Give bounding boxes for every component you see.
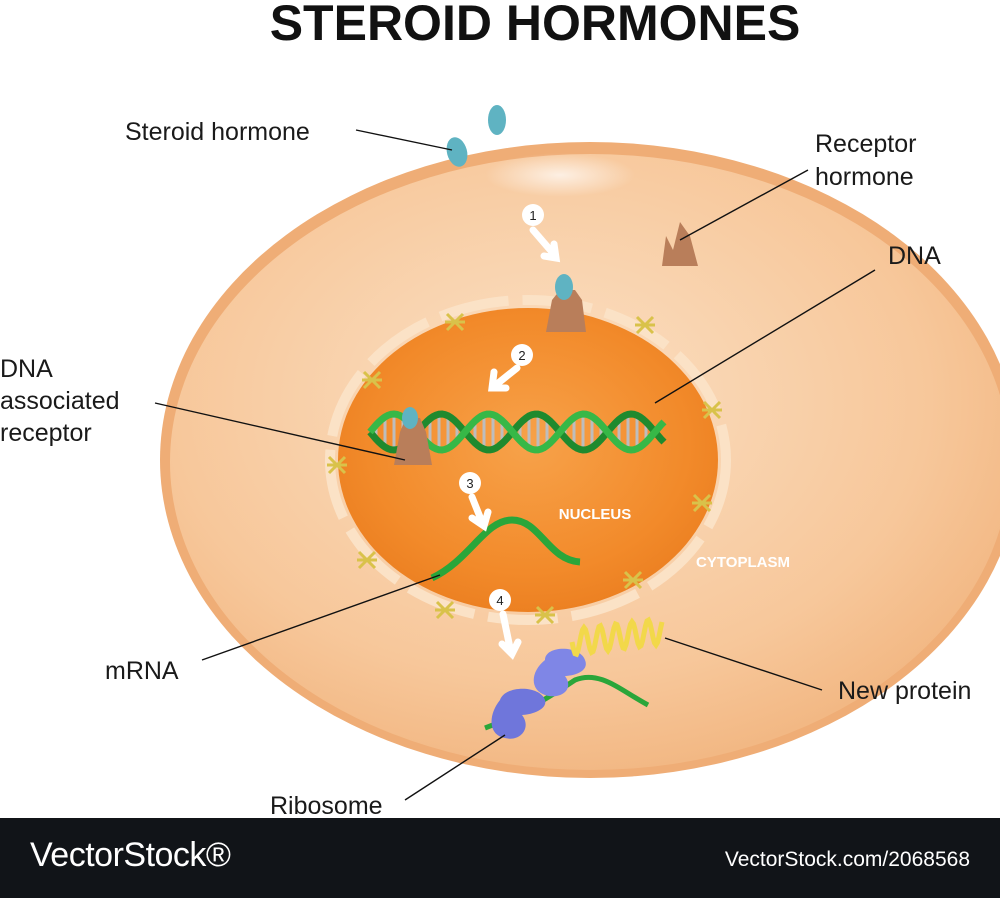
leader-steroid-hormone xyxy=(355,129,453,151)
nuclear-pore xyxy=(635,315,655,335)
new-protein xyxy=(569,616,665,658)
label-receptor-hormone-line1: Receptor xyxy=(815,130,916,158)
receptor-protein xyxy=(662,222,698,266)
nuclear-pore xyxy=(435,600,455,620)
leader-mrna xyxy=(201,574,441,661)
leader-ribosome xyxy=(404,734,506,801)
mrna-strand-nucleus xyxy=(430,516,581,582)
step-arrows: 1 2 3 4 xyxy=(459,204,561,660)
step-4-number: 4 xyxy=(496,593,503,608)
ribosome-large xyxy=(533,648,586,697)
leader-receptor-hormone xyxy=(679,169,809,241)
label-dna-associated-line3: receptor xyxy=(0,419,92,447)
nuclear-pore xyxy=(445,312,465,332)
leader-dna xyxy=(654,269,876,404)
step-1: 1 xyxy=(522,204,561,263)
label-steroid-hormone: Steroid hormone xyxy=(125,118,310,146)
step-3-number: 3 xyxy=(466,476,473,491)
hormone-receptor-complex xyxy=(546,290,586,332)
label-new-protein: New protein xyxy=(838,677,971,705)
diagram-title: STEROID HORMONES xyxy=(270,0,801,51)
footer-image-id: VectorStock.com/2068568 xyxy=(724,848,970,871)
nucleus-label: NUCLEUS xyxy=(559,506,632,523)
label-dna-associated-line2: associated xyxy=(0,387,120,415)
step-3: 3 xyxy=(459,472,492,532)
label-receptor-hormone-line2: hormone xyxy=(815,163,914,191)
step-4: 4 xyxy=(489,589,522,660)
label-ribosome: Ribosome xyxy=(270,792,383,820)
nuclear-pore xyxy=(327,455,347,475)
footer-brand: VectorStock® xyxy=(30,836,231,874)
step-2: 2 xyxy=(488,344,533,392)
watermark-footer: VectorStock® VectorStock.com/2068568 xyxy=(0,818,1000,898)
leader-new-protein xyxy=(664,637,823,691)
cell-highlight xyxy=(485,153,635,197)
bound-steroid-hormone xyxy=(555,274,573,300)
ribosome-small xyxy=(491,688,546,739)
nuclear-pore xyxy=(535,605,555,625)
label-dna-associated-line1: DNA xyxy=(0,355,53,383)
steroid-hormone-molecule xyxy=(446,137,468,167)
nuclear-pore xyxy=(623,570,643,590)
steroid-hormone-molecule xyxy=(488,105,506,135)
nuclear-pore xyxy=(692,493,712,513)
step-2-number: 2 xyxy=(518,348,525,363)
nucleus xyxy=(338,308,718,612)
nuclear-pore xyxy=(362,370,382,390)
label-mrna: mRNA xyxy=(105,657,179,685)
nuclear-pore xyxy=(702,400,722,420)
nuclear-pores xyxy=(327,312,722,625)
cytoplasm-label: CYTOPLASM xyxy=(696,554,790,571)
step-1-number: 1 xyxy=(529,208,536,223)
dna-associated-receptor xyxy=(394,418,432,465)
leader-dna-receptor xyxy=(154,402,406,461)
nuclear-pore xyxy=(357,550,377,570)
receptor-bound-hormone xyxy=(402,407,418,429)
label-dna: DNA xyxy=(888,242,941,270)
